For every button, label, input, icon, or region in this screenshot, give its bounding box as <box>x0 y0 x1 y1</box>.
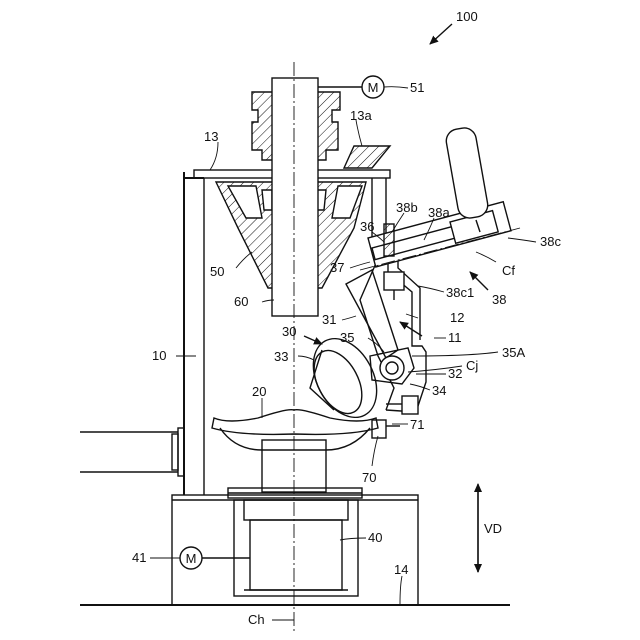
label-38c: 38c <box>540 234 561 249</box>
shaft-60 <box>272 78 318 316</box>
reference-labels: 100 51 13a 13 38b 38a 38c 36 50 37 Cf 38… <box>132 9 561 627</box>
label-cf: Cf <box>502 263 515 278</box>
label-11: 11 <box>448 330 462 345</box>
label-38a: 38a <box>428 205 450 220</box>
label-60: 60 <box>234 294 248 309</box>
arrow-30 <box>304 336 322 344</box>
label-51: 51 <box>410 80 424 95</box>
label-12: 12 <box>450 310 464 325</box>
label-13: 13 <box>204 129 218 144</box>
bracket-36 <box>384 224 394 256</box>
label-38c1: 38c1 <box>446 285 474 300</box>
label-ch: Ch <box>248 612 265 627</box>
label-vd: VD <box>484 521 502 536</box>
outlet-pipe <box>80 428 184 476</box>
label-20: 20 <box>252 384 266 399</box>
label-100: 100 <box>456 9 478 24</box>
container-10 <box>184 172 204 495</box>
label-30: 30 <box>282 324 296 339</box>
label-50: 50 <box>210 264 224 279</box>
label-35: 35 <box>340 330 354 345</box>
label-41: 41 <box>132 550 146 565</box>
motor-41-symbol: M <box>186 551 197 566</box>
motor-41: M <box>180 547 250 569</box>
label-32: 32 <box>448 366 462 381</box>
label-36: 36 <box>360 219 374 234</box>
base-14 <box>172 495 418 605</box>
label-cj: Cj <box>466 358 478 373</box>
label-31: 31 <box>322 312 336 327</box>
label-70: 70 <box>362 470 376 485</box>
label-71: 71 <box>410 417 424 432</box>
label-14: 14 <box>394 562 408 577</box>
motor-51-symbol: M <box>368 80 379 95</box>
label-33: 33 <box>274 349 288 364</box>
label-40: 40 <box>368 530 382 545</box>
label-38: 38 <box>492 292 506 307</box>
arrow-11 <box>400 322 422 336</box>
label-13a: 13a <box>350 108 372 123</box>
label-10: 10 <box>152 348 166 363</box>
inlet-13a <box>344 146 390 168</box>
arrow-100 <box>430 24 452 44</box>
label-38b: 38b <box>396 200 418 215</box>
motor-40-housing <box>234 500 358 596</box>
label-37: 37 <box>330 260 344 275</box>
label-35a: 35A <box>502 345 525 360</box>
label-34: 34 <box>432 383 446 398</box>
